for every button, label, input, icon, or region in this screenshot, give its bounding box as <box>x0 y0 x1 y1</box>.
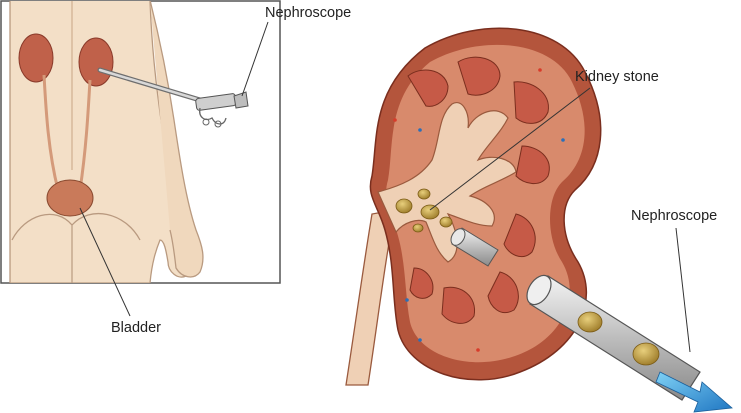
label-bladder: Bladder <box>111 321 161 336</box>
label-nephroscope-top: Nephroscope <box>265 6 351 21</box>
captured-stone <box>578 312 602 332</box>
right-kidney <box>79 38 113 86</box>
leader-nephroscope-right <box>676 228 690 352</box>
stone <box>421 205 439 219</box>
left-kidney <box>19 34 53 82</box>
stone <box>418 189 430 199</box>
stone <box>413 224 423 232</box>
body-panel <box>1 0 280 316</box>
captured-stone <box>633 343 659 365</box>
stone <box>440 217 452 227</box>
label-kidney-stone: Kidney stone <box>575 70 659 85</box>
label-nephroscope-right: Nephroscope <box>631 209 717 224</box>
stone <box>396 199 412 213</box>
bladder-organ <box>47 180 93 216</box>
